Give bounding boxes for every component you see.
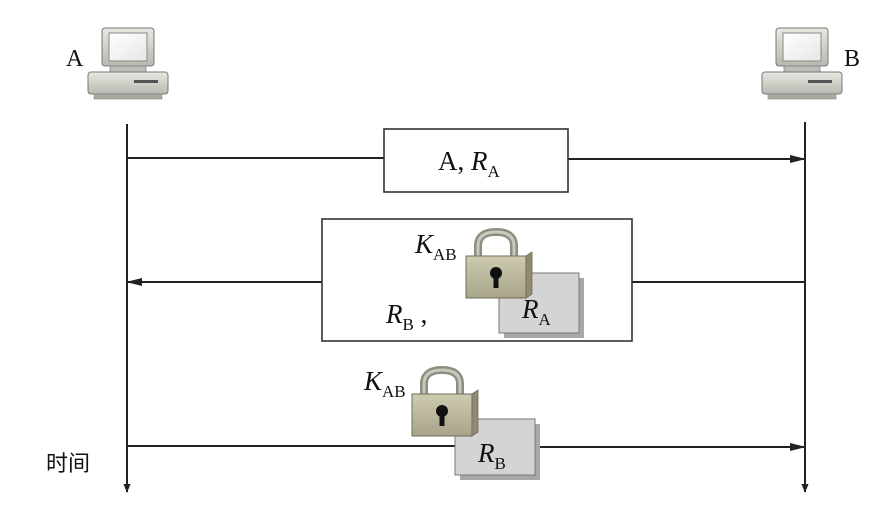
computer-icon [87, 27, 169, 100]
host-b: B [761, 27, 860, 100]
host-a: A [66, 27, 169, 100]
message-3-key-label: KAB [363, 366, 406, 401]
message-3-encrypted-label: RB [477, 438, 506, 473]
host-b-label: B [844, 46, 860, 72]
message-2-encrypted-label: RA [521, 294, 552, 329]
lock-icon [411, 365, 479, 437]
host-a-label: A [66, 46, 84, 72]
time-axis-label: 时间 [46, 452, 90, 477]
message-1-label: A, RA [438, 146, 501, 181]
lock-icon [465, 227, 533, 299]
message-1: A, RA [127, 128, 806, 193]
message-2-encrypted-payload: RA [498, 272, 584, 338]
message-2-plain-label: RB , [385, 299, 427, 334]
computer-icon [761, 27, 843, 100]
message-3: RB KAB [127, 365, 806, 480]
message-1-box [383, 128, 569, 193]
message-2-key-label: KAB [414, 229, 457, 264]
message-2: RA KAB RB , [126, 218, 805, 342]
